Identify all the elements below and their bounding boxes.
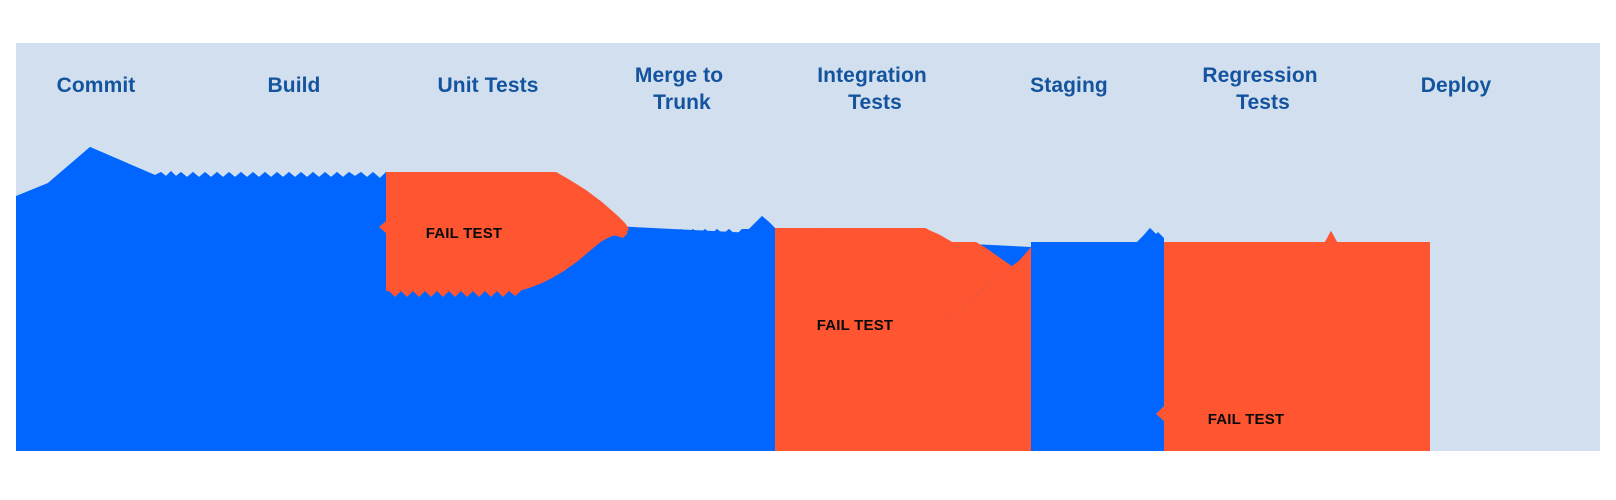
fail-labels-group: FAIL TEST FAIL TEST FAIL TEST [426,225,1285,428]
fail-1-bottom-teeth [389,285,521,297]
stage-label-commit-line1: Commit [57,74,136,97]
fail-test-label-regression-tests: FAIL TEST [1208,411,1285,428]
stage-label-build: Build [268,74,321,97]
fail-region-overlays [379,172,1430,451]
fail-region-integration-tests [769,228,1031,451]
stage-label-integration-tests-line2: Tests [848,91,902,114]
fail-3-body [1156,231,1430,451]
stage-labels-group: Commit Build Unit Tests Merge to Trunk I… [57,64,1492,114]
fail-test-label-unit-tests: FAIL TEST [426,225,503,242]
stage-label-unit-tests-line1: Unit Tests [438,74,539,97]
stage-label-deploy: Deploy [1421,74,1492,97]
stage-label-commit: Commit [57,74,136,97]
stage-label-build-line1: Build [268,74,321,97]
pass-area-top-profile-mid [623,216,775,300]
fail-test-label-integration-tests: FAIL TEST [817,317,894,334]
stage-label-regression-tests-line1: Regression [1202,64,1317,87]
stage-label-merge-to-trunk: Merge to Trunk [635,64,729,114]
stage-label-regression-tests-line2: Tests [1236,91,1290,114]
stage-label-staging-line1: Staging [1030,74,1108,97]
stage-label-integration-tests: Integration Tests [817,64,933,114]
stage-label-regression-tests: Regression Tests [1202,64,1323,114]
stage-label-unit-tests: Unit Tests [438,74,539,97]
fail-1-body [379,172,629,291]
stage-label-deploy-line1: Deploy [1421,74,1492,97]
stage-label-staging: Staging [1030,74,1108,97]
stage-label-integration-tests-line1: Integration [817,64,927,87]
stage-label-merge-to-trunk-line2: Trunk [653,91,711,114]
pass-area-top-profile [16,147,386,296]
pass-area-top-profile-right [1031,228,1164,320]
fail-2-bottom-teeth [775,258,1031,451]
stage-label-merge-to-trunk-line1: Merge to [635,64,723,87]
